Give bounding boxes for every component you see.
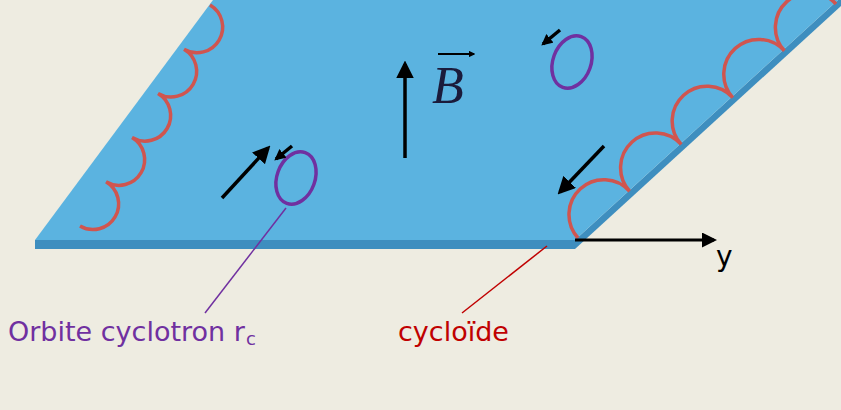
field-arrow — [403, 64, 407, 158]
leader-line — [205, 208, 286, 313]
cycloid — [80, 5, 223, 230]
orbit-label: Orbite cyclotron r — [8, 318, 245, 345]
cycloid — [569, 0, 836, 238]
cyclotron-orbit — [269, 146, 323, 210]
orbit-subscript: c — [246, 330, 256, 348]
axis-label: y — [716, 243, 733, 271]
cycloid-group — [80, 0, 836, 238]
drift-arrow — [560, 146, 604, 192]
axis-arrow — [575, 239, 714, 242]
field-label: B — [432, 60, 464, 112]
electron-plane — [35, 0, 838, 240]
cyclotron-orbit — [545, 30, 599, 94]
cycloid-label: cycloïde — [398, 318, 509, 345]
plane-edge — [35, 240, 575, 249]
leader-line — [462, 246, 547, 313]
orbit-arrow — [276, 146, 292, 159]
orbit-arrow — [543, 30, 560, 44]
vector-arrow — [438, 53, 474, 55]
drift-arrow — [222, 148, 268, 198]
